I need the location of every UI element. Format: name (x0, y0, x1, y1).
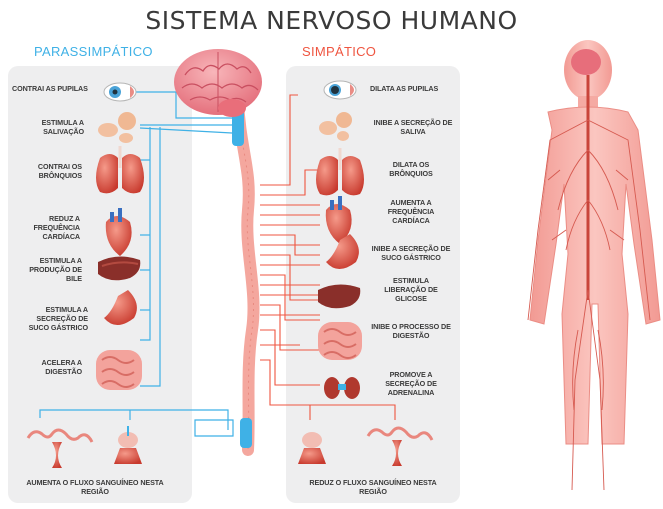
stomach-icon-right (326, 234, 359, 269)
simp-effect-gastric: INIBE A SECREÇÃO DE SUCO GÁSTRICO (366, 244, 456, 262)
lungs-icon-right (316, 148, 364, 195)
male-reproductive-icon-left (114, 426, 142, 464)
human-body-figure (528, 40, 660, 490)
para-effect-salivation: ESTIMULA A SALIVAÇÃO (22, 118, 84, 136)
para-effect-bronchi: CONTRAI OS BRÔNQUIOS (22, 162, 82, 180)
intestines-icon-left (96, 350, 142, 390)
para-effect-blood-flow: AUMENTA O FLUXO SANGUÍNEO NESTA REGIÃO (20, 478, 170, 496)
para-effect-pupils: CONTRAI AS PUPILAS (12, 84, 98, 93)
female-reproductive-icon-right (368, 428, 432, 466)
simp-effect-blood-flow: REDUZ O FLUXO SANGUÍNEO NESTA REGIÃO (300, 478, 446, 496)
salivary-glands-icon (98, 112, 136, 143)
adrenal-kidneys-icon (324, 377, 360, 399)
brain-icon (174, 49, 262, 117)
intestines-icon-right (318, 322, 362, 360)
simp-effect-digestion: INIBE O PROCESSO DE DIGESTÃO (368, 322, 454, 340)
para-effect-bile: ESTIMULA A PRODUÇÃO DE BILE (22, 256, 82, 283)
simp-effect-glucose: ESTIMULA LIBERAÇÃO DE GLICOSE (376, 276, 446, 303)
simp-effect-bronchi: DILATA OS BRÔNQUIOS (376, 160, 446, 178)
simp-effect-pupils: DILATA AS PUPILAS (370, 84, 456, 93)
male-reproductive-icon-right (298, 432, 326, 464)
para-effect-heart-rate: REDUZ A FREQUÊNCIA CARDÍACA (22, 214, 80, 241)
eye-icon-left (104, 83, 136, 101)
heart-icon-left (106, 208, 132, 256)
female-reproductive-icon-left (28, 430, 92, 468)
para-effect-gastric: ESTIMULA A SECREÇÃO DE SUCO GÁSTRICO (16, 305, 88, 332)
salivary-glands-icon-right (319, 112, 352, 141)
simp-effect-heart-rate: AUMENTA A FREQUÊNCIA CARDÍACA (376, 198, 446, 225)
simp-effect-saliva: INIBE A SECREÇÃO DE SALIVA (372, 118, 454, 136)
liver-icon-left (98, 256, 140, 280)
lungs-icon-left (96, 146, 144, 193)
liver-icon-right (318, 284, 360, 308)
spinal-cord (232, 100, 254, 450)
para-effect-digestion: ACELERA A DIGESTÃO (22, 358, 82, 376)
simp-effect-adrenaline: PROMOVE A SECREÇÃO DE ADRENALINA (376, 370, 446, 397)
stomach-icon-left (104, 290, 137, 325)
eye-icon-right (324, 81, 356, 99)
